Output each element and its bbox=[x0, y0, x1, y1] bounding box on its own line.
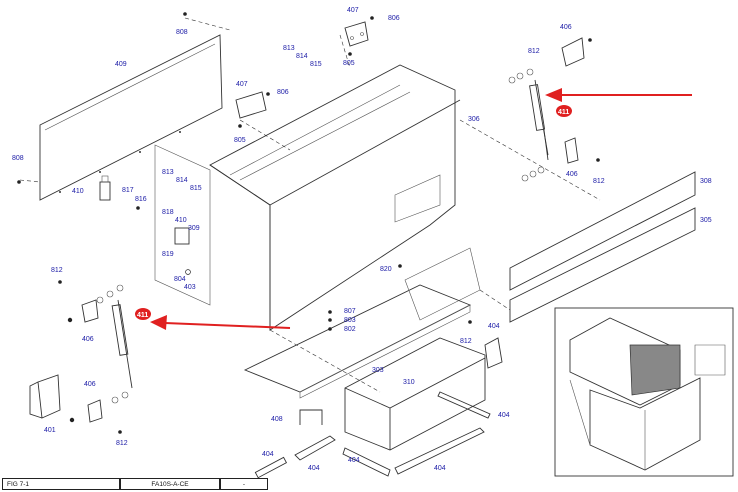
pointer-arrow-right bbox=[545, 88, 692, 102]
callout-404-d: 404 bbox=[434, 465, 446, 472]
callout-403: 403 bbox=[184, 284, 196, 291]
callout-309: 309 bbox=[188, 225, 200, 232]
switch-410-mid bbox=[174, 227, 190, 245]
callout-408: 408 bbox=[271, 416, 283, 423]
callout-820: 820 bbox=[380, 266, 392, 273]
callout-814-top: 814 bbox=[296, 53, 308, 60]
bracket-401 bbox=[29, 374, 61, 419]
callout-407-top: 407 bbox=[347, 7, 359, 14]
callout-306: 306 bbox=[468, 116, 480, 123]
drawing-code: FA10S-A-CE bbox=[120, 478, 220, 490]
callout-404-c: 404 bbox=[348, 457, 360, 464]
callout-819: 819 bbox=[162, 251, 174, 258]
callout-labels: 808 808 409 407 806 805 813 814 815 407 … bbox=[12, 7, 712, 472]
callout-404-mid: 404 bbox=[498, 412, 510, 419]
highlight-badge-411-right: 411 bbox=[556, 105, 572, 117]
callout-404-right: 404 bbox=[488, 323, 500, 330]
callout-407-mid: 407 bbox=[236, 81, 248, 88]
callout-815-top: 815 bbox=[310, 61, 322, 68]
cover-310 bbox=[344, 337, 486, 451]
callout-812-right: 812 bbox=[593, 178, 605, 185]
callout-814-mid: 814 bbox=[176, 177, 188, 184]
figure-id: FIG 7-1 bbox=[2, 478, 120, 490]
callout-815-mid: 815 bbox=[190, 185, 202, 192]
highlight-badge-411-left: 411 bbox=[135, 308, 151, 320]
base-frame-303 bbox=[243, 247, 481, 399]
panel-308 bbox=[509, 171, 696, 291]
fastener-markers bbox=[17, 12, 600, 434]
strip-404-a bbox=[254, 456, 288, 479]
side-frame-309 bbox=[154, 144, 211, 306]
strip-404-f bbox=[484, 337, 503, 369]
callout-406-right: 406 bbox=[566, 171, 578, 178]
main-cover-306 bbox=[209, 64, 461, 331]
callout-409: 409 bbox=[115, 61, 127, 68]
callout-812-bottom-left: 812 bbox=[116, 440, 128, 447]
callout-805-mid: 805 bbox=[234, 137, 246, 144]
callout-807: 807 bbox=[344, 308, 356, 315]
callout-805-top: 805 bbox=[343, 60, 355, 67]
strip-404-b bbox=[294, 435, 336, 461]
callout-813-mid: 813 bbox=[162, 169, 174, 176]
callout-406-bottom: 406 bbox=[84, 381, 96, 388]
pointer-arrow-left bbox=[150, 315, 291, 330]
callout-812-left: 812 bbox=[51, 267, 63, 274]
callout-308: 308 bbox=[700, 178, 712, 185]
callout-806-top: 806 bbox=[388, 15, 400, 22]
switch-410 bbox=[99, 175, 111, 201]
strip-404-c bbox=[342, 447, 391, 477]
callout-813-top: 813 bbox=[283, 45, 295, 52]
callout-410-mid: 410 bbox=[175, 217, 187, 224]
side-panel-409 bbox=[39, 34, 223, 201]
callout-404-a: 404 bbox=[262, 451, 274, 458]
callout-802: 802 bbox=[344, 326, 356, 333]
hinge-bracket-407-top bbox=[344, 21, 369, 47]
callout-808-top: 808 bbox=[176, 29, 188, 36]
machine-overview-inset bbox=[554, 307, 734, 477]
callout-816: 816 bbox=[135, 196, 147, 203]
callout-404-b: 404 bbox=[308, 465, 320, 472]
callout-817: 817 bbox=[122, 187, 134, 194]
callout-406-top: 406 bbox=[560, 24, 572, 31]
callout-406-left: 406 bbox=[82, 336, 94, 343]
callout-310: 310 bbox=[403, 379, 415, 386]
strip-404-d bbox=[394, 427, 485, 475]
gas-spring-411-right bbox=[508, 37, 585, 182]
hinge-bracket-407-mid bbox=[235, 91, 267, 119]
callout-303: 303 bbox=[372, 367, 384, 374]
callout-808-left: 808 bbox=[12, 155, 24, 162]
callout-812-top: 812 bbox=[528, 48, 540, 55]
callout-305: 305 bbox=[700, 217, 712, 224]
revision: - bbox=[220, 478, 268, 490]
callout-812-bottom: 812 bbox=[460, 338, 472, 345]
strip-404-e bbox=[437, 391, 491, 419]
callout-818: 818 bbox=[162, 209, 174, 216]
strip-408 bbox=[299, 409, 323, 425]
panel-305 bbox=[509, 207, 696, 323]
callout-804: 804 bbox=[174, 276, 186, 283]
svg-text:411: 411 bbox=[558, 109, 569, 116]
callout-803: 803 bbox=[344, 317, 356, 324]
title-block: FIG 7-1 FA10S-A-CE - bbox=[2, 478, 268, 490]
callout-806-mid: 806 bbox=[277, 89, 289, 96]
gas-spring-411-left bbox=[81, 284, 133, 423]
svg-text:411: 411 bbox=[137, 312, 148, 319]
callout-401: 401 bbox=[44, 427, 56, 434]
callout-410-left: 410 bbox=[72, 188, 84, 195]
